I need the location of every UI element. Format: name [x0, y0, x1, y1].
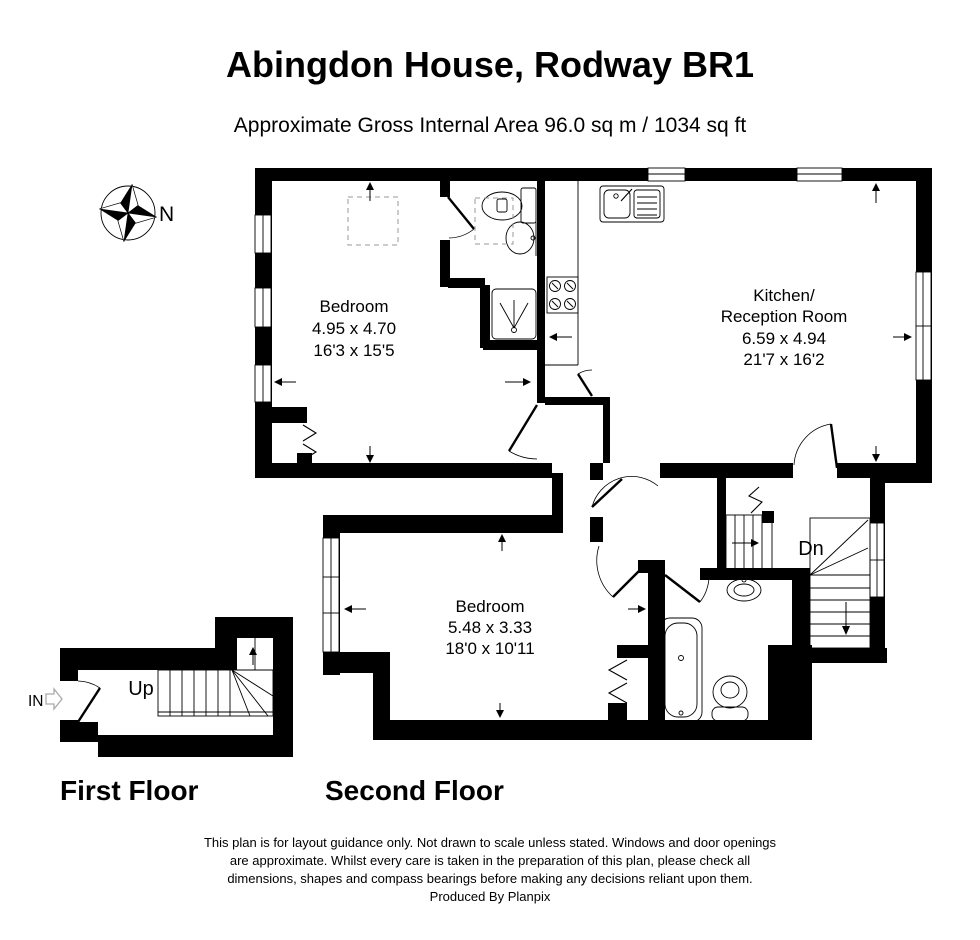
compass-north-label: N — [159, 203, 174, 226]
shower-icon — [491, 288, 537, 340]
page-subtitle: Approximate Gross Internal Area 96.0 sq … — [234, 114, 747, 137]
footer-line: This plan is for layout guidance only. N… — [204, 835, 777, 850]
restricted-height-dashed — [474, 197, 514, 245]
walls-lower-block — [323, 468, 932, 740]
dimension-arrow — [366, 182, 374, 201]
bifold-chevron — [302, 424, 318, 442]
toilet-icon — [711, 675, 749, 722]
doors — [76, 196, 839, 723]
stairs-up-label: Up — [128, 678, 154, 700]
dimension-arrow — [628, 605, 646, 613]
bifold-chevron — [607, 682, 628, 704]
hob-icon — [546, 276, 579, 314]
door-swing — [591, 476, 659, 508]
room-size-metric: 4.95 x 4.70 — [312, 319, 396, 338]
stair-direction-arrow — [249, 647, 257, 665]
second-floor-title: Second Floor — [325, 775, 504, 806]
window — [322, 537, 340, 653]
room-name: Bedroom — [320, 297, 389, 316]
room-size-metric: 5.48 x 3.33 — [448, 618, 532, 637]
dimension-arrow — [893, 333, 912, 341]
bathroom-bottom-fixtures — [659, 577, 762, 723]
dimension-arrow — [496, 703, 504, 718]
window — [254, 287, 272, 328]
stair-break-line — [748, 486, 763, 514]
sink-icon — [726, 577, 762, 602]
room-name: Bedroom — [456, 597, 525, 616]
room-label-kitchen-reception: Kitchen/ Reception Room 6.59 x 4.94 21'7… — [721, 286, 848, 369]
door-swing — [76, 680, 102, 723]
wardrobe-dashed — [347, 196, 399, 246]
stairs-down-label: Dn — [798, 538, 824, 560]
stairs-upper-flight — [725, 486, 773, 571]
entry-arrow-icon — [45, 687, 63, 711]
kitchen-sink-icon — [599, 185, 665, 223]
bifold-doors — [302, 424, 628, 704]
windows — [254, 167, 932, 653]
door-swing — [793, 423, 839, 469]
dimension-arrow — [344, 605, 366, 613]
dimension-arrow — [549, 333, 572, 341]
window — [796, 167, 843, 182]
footer-credit: Produced By Planpix — [430, 889, 551, 904]
room-size-imperial: 16'3 x 15'5 — [313, 341, 394, 360]
entry-marker: IN — [28, 687, 63, 711]
room-size-imperial: 21'7 x 16'2 — [743, 350, 824, 369]
door-swing — [507, 404, 539, 460]
room-name: Reception Room — [721, 307, 848, 326]
dimension-arrow — [872, 446, 880, 462]
page-title: Abingdon House, Rodway BR1 — [226, 44, 754, 85]
dimension-arrow — [498, 534, 506, 551]
door-swing — [596, 545, 649, 598]
room-label-bedroom-bottom: Bedroom 5.48 x 3.33 18'0 x 10'11 — [445, 597, 534, 658]
stairs-first-floor — [157, 638, 274, 717]
window — [647, 167, 686, 182]
stairs-second-floor — [809, 517, 871, 649]
room-name: Kitchen/ — [753, 286, 815, 305]
room-labels: Bedroom 4.95 x 4.70 16'3 x 15'5 Kitchen/… — [312, 286, 847, 658]
stair-direction-arrow — [842, 602, 850, 635]
door-swing — [447, 196, 475, 239]
bifold-chevron — [302, 443, 318, 461]
bifold-chevron — [607, 659, 628, 681]
footer-disclaimer: This plan is for layout guidance only. N… — [204, 835, 777, 904]
dimension-arrows — [274, 182, 912, 718]
entry-label: IN — [28, 693, 44, 710]
sink-icon — [505, 221, 537, 256]
footer-line: are approximate. Whilst every care is ta… — [230, 853, 750, 868]
dimension-arrow — [872, 183, 880, 203]
window — [254, 214, 272, 254]
door-swing — [576, 369, 594, 397]
bathroom-top-fixtures — [474, 187, 537, 256]
walls-first-floor — [60, 617, 293, 757]
bath-icon — [659, 617, 703, 723]
dimension-arrow — [505, 378, 531, 386]
dimension-arrow — [274, 378, 296, 386]
door-swing — [664, 574, 710, 603]
room-size-metric: 6.59 x 4.94 — [742, 329, 826, 348]
toilet-icon — [481, 187, 537, 224]
window — [254, 364, 272, 403]
room-label-bedroom-top: Bedroom 4.95 x 4.70 16'3 x 15'5 — [312, 297, 396, 360]
compass-icon: N — [99, 184, 174, 242]
dimension-arrow — [366, 446, 374, 463]
footer-line: dimensions, shapes and compass bearings … — [227, 871, 752, 886]
first-floor-title: First Floor — [60, 775, 199, 806]
window — [915, 271, 932, 381]
stair-direction-arrow — [732, 539, 759, 547]
room-size-imperial: 18'0 x 10'11 — [445, 639, 534, 658]
window — [869, 522, 885, 598]
kitchen-fixtures — [545, 181, 665, 366]
